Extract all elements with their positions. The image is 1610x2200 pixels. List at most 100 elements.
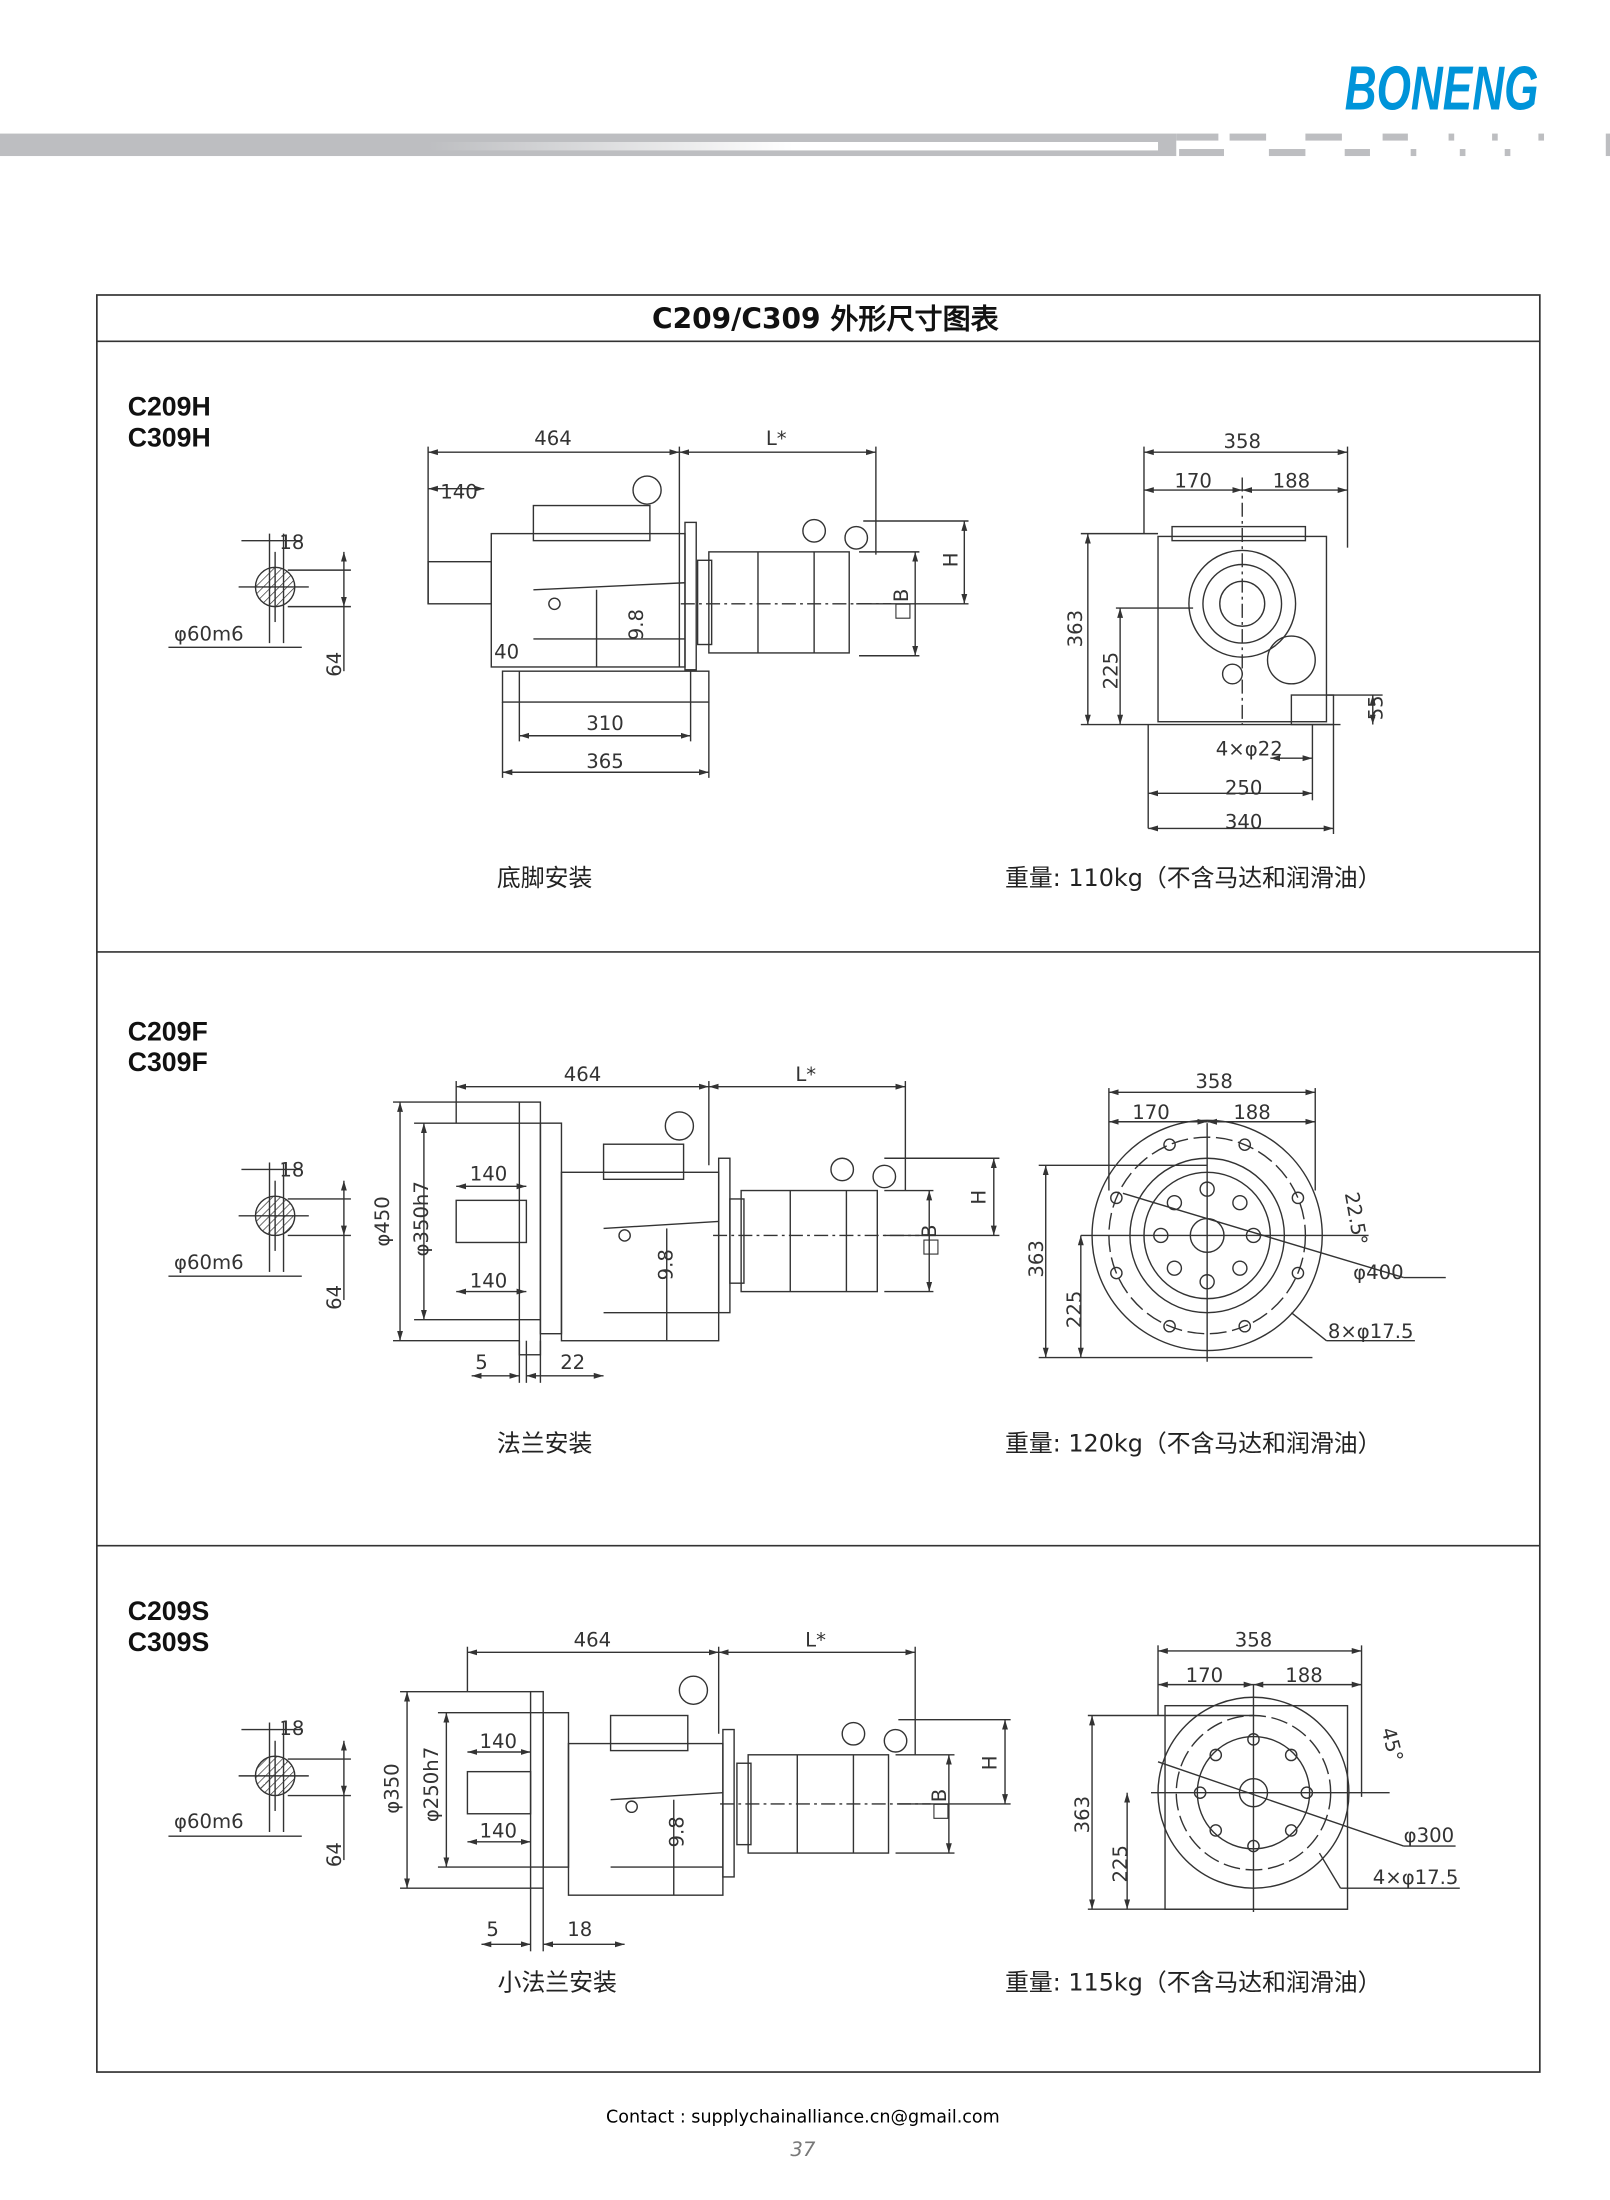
dim-motor-length: L* [766, 427, 787, 450]
motor-body [708, 551, 850, 654]
bolt-hole [1291, 1191, 1305, 1205]
motor-connector [841, 1721, 866, 1746]
bolt-hole [1163, 1138, 1176, 1151]
dim-key-width: 18 [279, 1158, 304, 1181]
dim-shaft-dia: φ60m6 [174, 622, 244, 645]
dim-hole-span: 250 [1225, 777, 1263, 800]
dim-foot-inner: 310 [586, 712, 624, 735]
dim-spigot-depth: 5 [475, 1351, 488, 1374]
dim-length: 464 [564, 1063, 602, 1086]
drain-plug [618, 1229, 631, 1242]
brand-logo: BONENG [1345, 55, 1539, 124]
dim-angle: 45° [1376, 1725, 1407, 1765]
spigot [542, 1711, 570, 1868]
bolt-hole [1232, 1194, 1248, 1211]
drawing-circle [1202, 563, 1283, 644]
gearbox-flange [684, 521, 697, 671]
bolt-hole [1238, 1319, 1252, 1333]
bolt-hole [1209, 1824, 1223, 1837]
dim-square-b: □B [918, 1224, 941, 1256]
drawing-line [533, 582, 686, 591]
output-shaft [427, 560, 492, 605]
dim-h: H [967, 1190, 990, 1205]
eye-bolt-icon [678, 1675, 709, 1705]
gearbox-housing [567, 1742, 724, 1896]
dim-center-height: 225 [1099, 652, 1122, 690]
section-flange-mount: C209F C309F 18 φ60m6 64 464 L* φ450 φ350… [128, 1016, 1414, 1457]
spigot [539, 1122, 563, 1335]
bolt-hole [1209, 1748, 1223, 1762]
dim-spigot-depth: 5 [486, 1918, 499, 1941]
dim-length: 464 [534, 427, 572, 450]
drawing-line [1318, 1852, 1342, 1889]
bolt-hole [1284, 1748, 1298, 1762]
bolt-hole [1110, 1191, 1123, 1205]
dim-offset: 40 [494, 641, 519, 664]
dim-square-b: □B [890, 589, 913, 621]
dim-width: 358 [1195, 1070, 1233, 1093]
dim-pcd: φ300 [1404, 1824, 1454, 1847]
drawing-line [610, 1792, 723, 1801]
eye-bolt-icon [664, 1111, 695, 1141]
model-label: C309F [128, 1047, 208, 1077]
dim-spigot-dia: φ250h7 [420, 1747, 443, 1822]
drain-plug [625, 1800, 638, 1814]
dim-center-offset: 9.8 [654, 1249, 677, 1280]
dim-flange-dia: φ350 [381, 1763, 404, 1813]
weight-caption: 重量: 115kg（不含马达和润滑油） [1005, 1969, 1381, 1997]
dim-holes: 8×φ17.5 [1328, 1320, 1414, 1343]
gearbox-housing [560, 1171, 720, 1342]
motor-body [740, 1189, 878, 1293]
dim-shaft-height: 64 [323, 652, 346, 677]
output-shaft [455, 1199, 528, 1244]
section-small-flange-mount: C209S C309S 18 φ60m6 64 464 L* φ350 φ250… [128, 1596, 1459, 1997]
drawing-body [1171, 525, 1307, 542]
dim-h: H [979, 1755, 1002, 1770]
motor-connector [830, 1157, 855, 1182]
drawing-circle [1221, 663, 1243, 685]
dim-total-height: 363 [1071, 1796, 1094, 1833]
dim-length: 464 [574, 1629, 612, 1652]
bolt-hole [1163, 1319, 1176, 1333]
dim-center-offset: 9.8 [666, 1816, 689, 1847]
dim-right: 188 [1233, 1101, 1271, 1124]
dim-right: 188 [1273, 469, 1311, 492]
dim-angle: 22.5° [1340, 1190, 1372, 1247]
eye-bolt-icon [632, 475, 662, 505]
dim-center-height: 225 [1063, 1291, 1086, 1328]
flange-plate [529, 1690, 544, 1889]
drawing-line [603, 1220, 719, 1230]
gearbox-top [532, 504, 651, 542]
gearbox-top [602, 1143, 685, 1181]
drawing-line [1290, 1312, 1327, 1342]
dim-holes: 4×φ17.5 [1373, 1866, 1459, 1889]
dim-shaft-dia: φ60m6 [174, 1251, 244, 1274]
bolt-hole [1110, 1266, 1123, 1280]
dim-shaft-length: 140 [480, 1730, 518, 1753]
model-label: C209F [128, 1016, 208, 1046]
drawing-line [1157, 1761, 1404, 1847]
drain-plug [548, 597, 561, 611]
gearbox-end [1157, 535, 1328, 723]
motor-connector [872, 1164, 897, 1189]
model-label: C209S [128, 1596, 210, 1626]
dim-center-offset: 9.8 [625, 609, 648, 640]
page-number: 37 [790, 2138, 815, 2161]
dim-total-height: 363 [1064, 610, 1087, 648]
dim-pcd: φ400 [1353, 1261, 1403, 1284]
dim-width: 358 [1235, 1629, 1273, 1652]
header-band [0, 133, 1610, 157]
dim-key-width: 18 [279, 531, 304, 554]
dim-foot-holes: 4×φ22 [1216, 737, 1283, 760]
drawing-line [1122, 1192, 1404, 1279]
motor-connector [802, 518, 827, 543]
dim-right: 188 [1285, 1664, 1323, 1687]
mount-caption: 法兰安装 [497, 1430, 592, 1458]
model-label: C309S [128, 1627, 210, 1657]
bolt-hole [1232, 1260, 1248, 1276]
dim-width: 358 [1223, 430, 1261, 453]
dim-square-b: □B [928, 1789, 951, 1821]
bolt-hole [1238, 1138, 1252, 1151]
